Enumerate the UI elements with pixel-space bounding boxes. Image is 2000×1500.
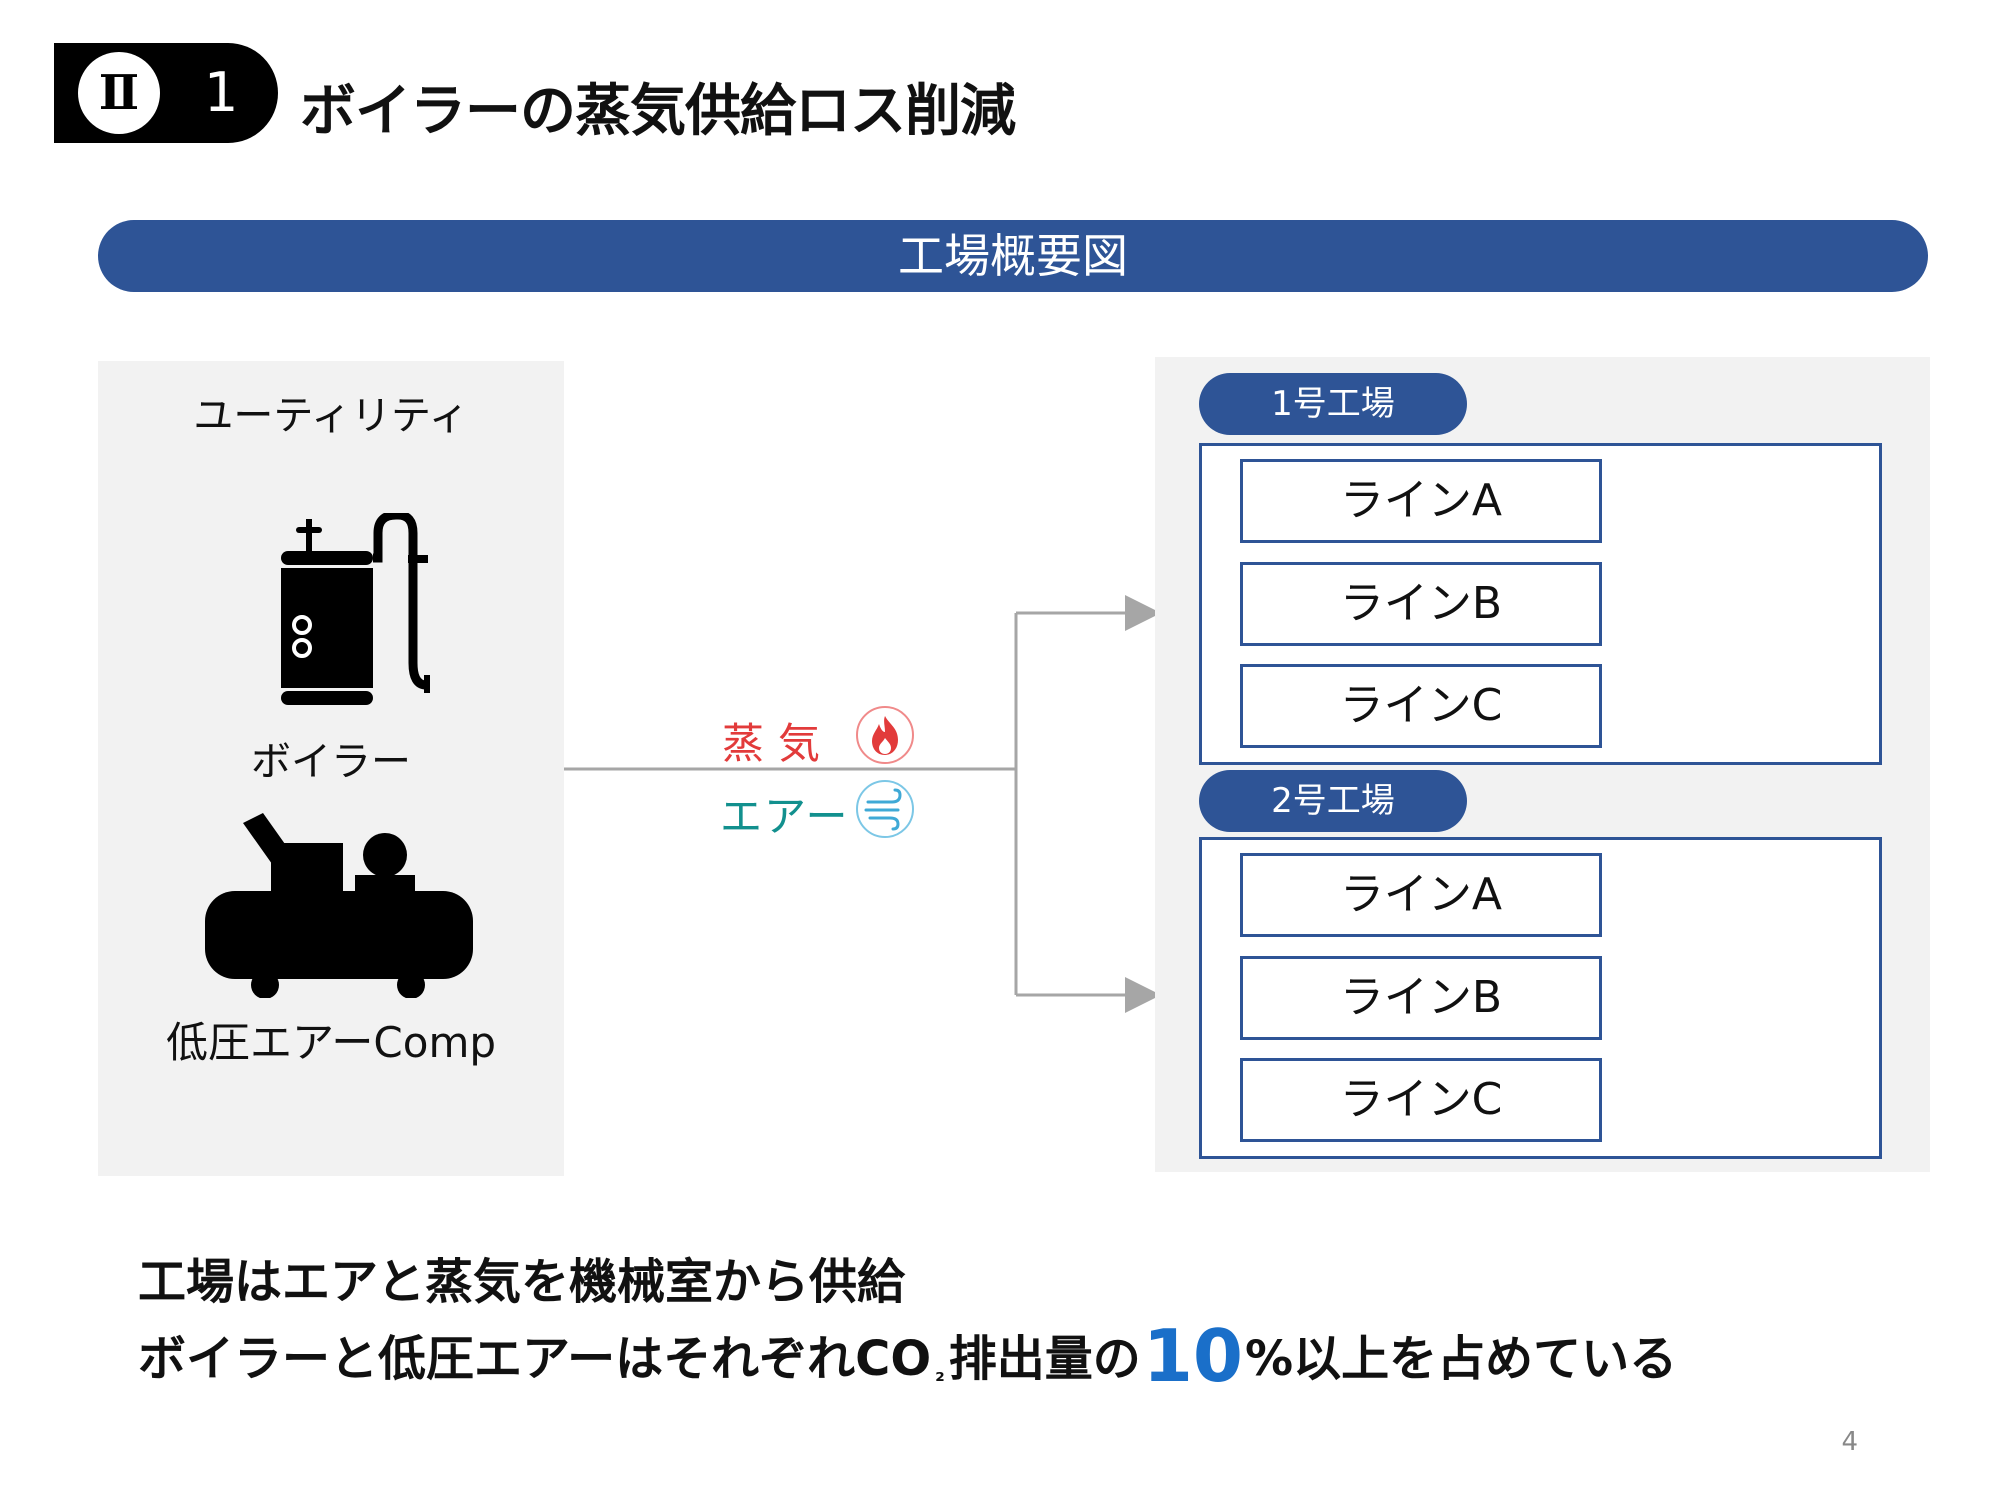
factory-2-line-b: ラインB	[1240, 956, 1602, 1040]
factory-2-line-c: ラインC	[1240, 1058, 1602, 1142]
summary-line-1: 工場はエアと蒸気を機械室から供給	[138, 1254, 906, 1310]
boiler-icon	[281, 513, 430, 705]
co2-subscript: ₂	[935, 1362, 945, 1387]
factory-1-line-a: ラインA	[1240, 459, 1602, 543]
compressor-label: 低圧エアーComp	[165, 1018, 497, 1067]
utility-panel: ユーティリティ ボイラー 低圧エアーComp	[98, 361, 564, 1176]
utility-title: ユーティリティ	[193, 393, 469, 439]
factory-2-line-a: ラインA	[1240, 853, 1602, 937]
section-badge: Ⅱ 1	[54, 43, 278, 143]
summary-text-3: %以上を占めている	[1245, 1331, 1678, 1387]
summary-text-2: 排出量の	[948, 1331, 1141, 1387]
boiler-label: ボイラー	[251, 739, 411, 785]
steam-label: 蒸気	[722, 719, 835, 768]
air-compressor-icon	[205, 813, 473, 998]
section-roman-numeral: Ⅱ	[78, 52, 160, 134]
flame-icon	[856, 706, 914, 764]
air-label: エアー	[720, 792, 850, 841]
factory-1-line-c: ラインC	[1240, 664, 1602, 748]
section-number: 1	[204, 61, 239, 124]
page-title: ボイラーの蒸気供給ロス削減	[300, 79, 1016, 144]
diagram-title-banner: 工場概要図	[98, 220, 1928, 292]
summary-text-1: ボイラーと低圧エアーはそれぞれCO	[138, 1331, 932, 1387]
factory-2-box: ラインA ラインB ラインC	[1199, 837, 1882, 1159]
factory-1-line-b: ラインB	[1240, 562, 1602, 646]
wind-icon	[856, 780, 914, 838]
factory-1-box: ラインA ラインB ラインC	[1199, 443, 1882, 765]
factory-panel: 1号工場 ラインA ラインB ラインC 2号工場 ラインA ラインB ラインC	[1155, 357, 1930, 1172]
percent-highlight: 10	[1142, 1314, 1244, 1398]
page-number: 4	[1841, 1427, 1858, 1457]
factory-1-tab: 1号工場	[1199, 373, 1467, 435]
factory-2-tab: 2号工場	[1199, 770, 1467, 832]
